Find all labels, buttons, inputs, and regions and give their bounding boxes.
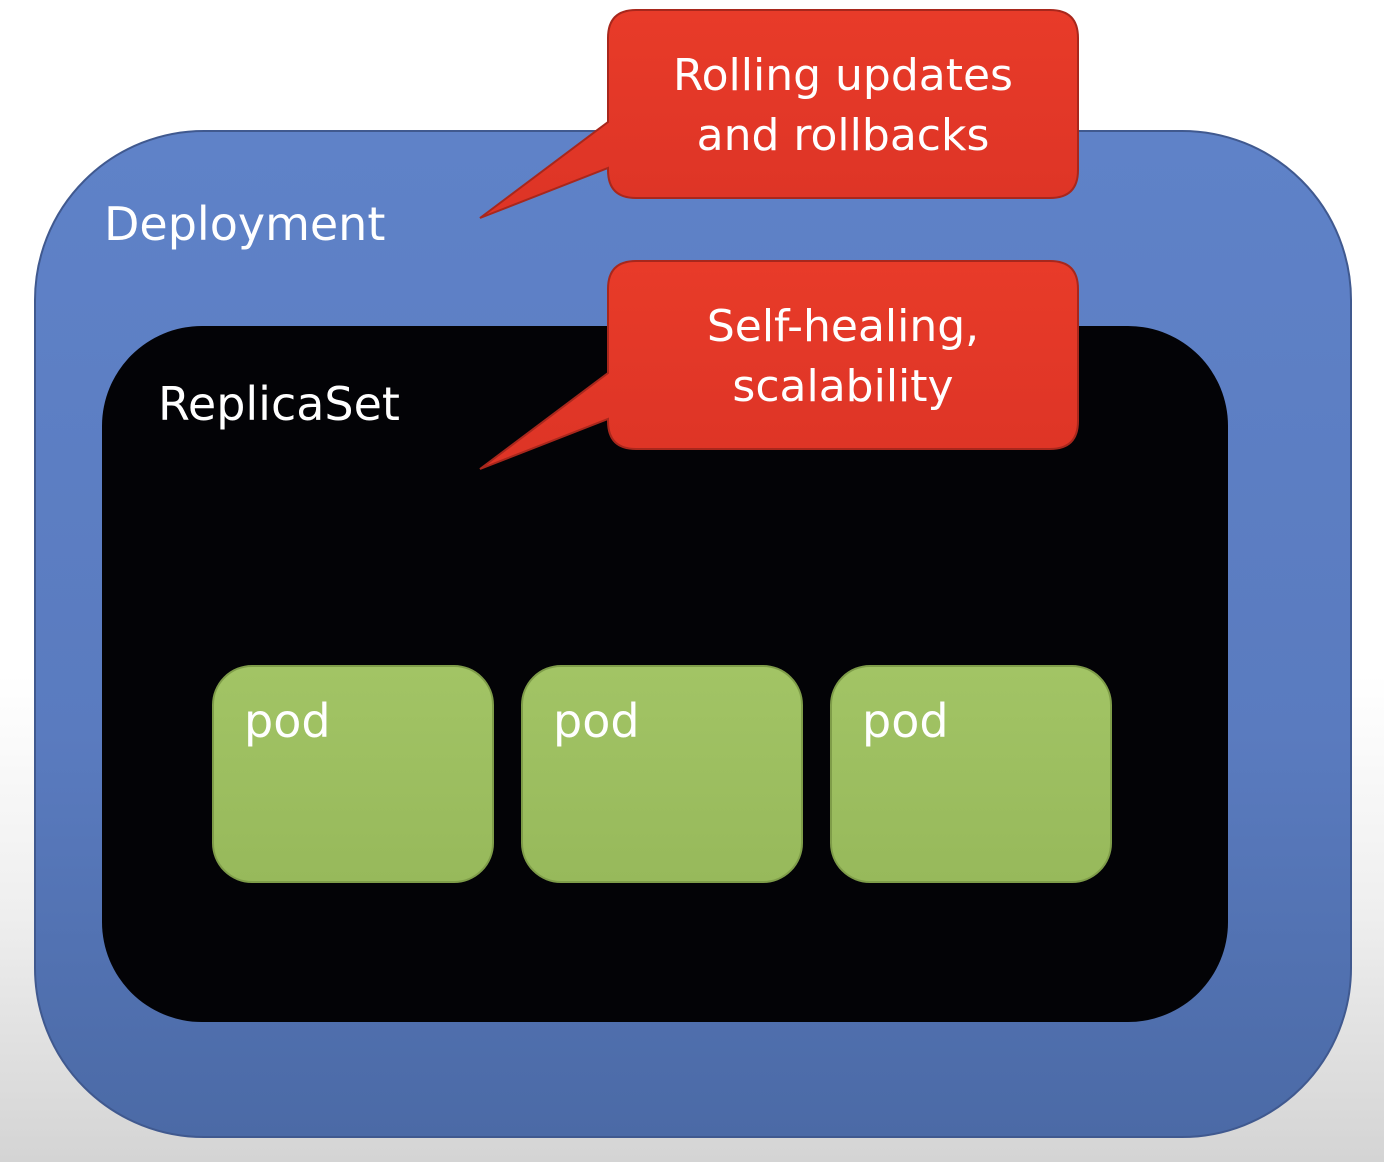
deployment-label: Deployment	[104, 197, 386, 251]
callout-2-line-1: Self-healing,	[706, 301, 980, 352]
pod-box-1: pod	[212, 665, 494, 883]
pod-label-1: pod	[244, 694, 331, 748]
callout-bubble-1	[479, 9, 1079, 219]
pod-label-2: pod	[553, 694, 640, 748]
callout-1-line-2: and rollbacks	[696, 110, 990, 161]
pod-box-3: pod	[830, 665, 1112, 883]
callout-1-line-1: Rolling updates	[673, 50, 1013, 101]
callout-text-2: Self-healing, scalability	[608, 297, 1078, 417]
pod-box-2: pod	[521, 665, 803, 883]
callout-2-line-2: scalability	[732, 361, 954, 412]
callout-bubble-2	[479, 260, 1079, 470]
pod-label-3: pod	[862, 694, 949, 748]
callout-text-1: Rolling updates and rollbacks	[608, 46, 1078, 166]
replicaset-label: ReplicaSet	[158, 377, 400, 431]
